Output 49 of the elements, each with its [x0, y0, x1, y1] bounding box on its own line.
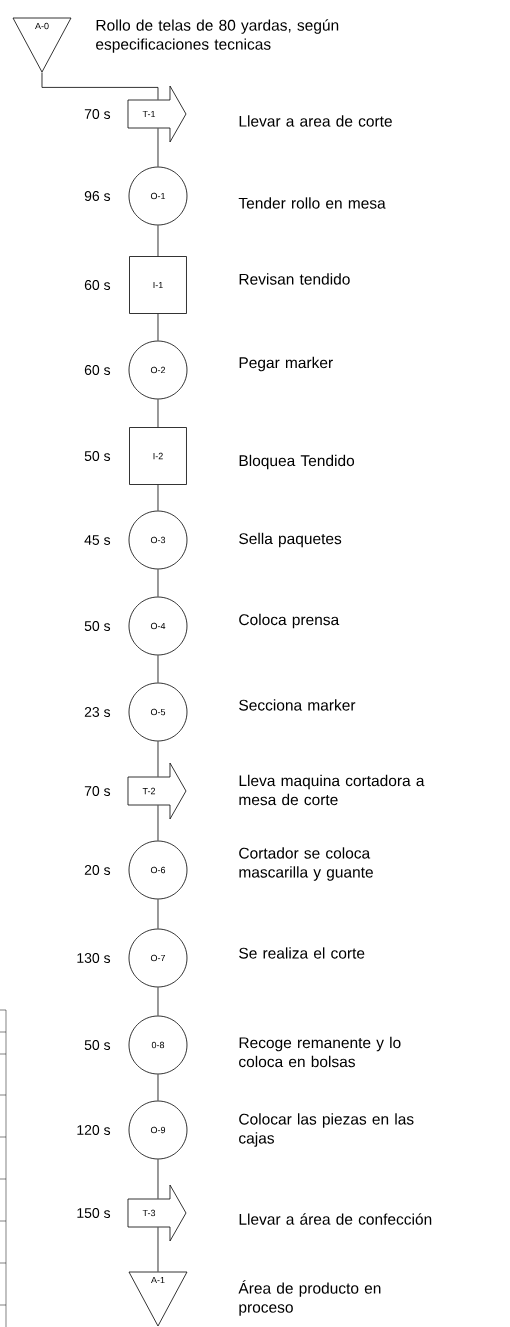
inspection-square: I-1: [129, 256, 187, 314]
connector-line: [157, 484, 159, 511]
connector-line: [157, 313, 159, 341]
connector-line: [157, 1159, 159, 1199]
connector-line: [157, 805, 159, 841]
step-description: Revisan tendido: [239, 273, 350, 285]
step-description: Bloquea Tendido: [239, 454, 355, 470]
step-description: Se realiza el corte: [239, 947, 365, 959]
connector-line: [157, 987, 159, 1016]
time-label: 70 s: [84, 109, 111, 119]
time-label: 23 s: [84, 707, 111, 717]
connector-line: [157, 899, 159, 929]
time-label: 120 s: [77, 1125, 111, 1135]
inspection-square: I-2: [129, 427, 187, 485]
step-description: Llevar a area de corte: [239, 115, 392, 127]
connector-line: [157, 399, 159, 428]
time-label: 60 s: [84, 365, 111, 375]
time-label: 150 s: [77, 1208, 111, 1218]
time-label: 50 s: [84, 621, 111, 631]
step-description: Área de producto en proceso: [238, 1280, 381, 1316]
time-label: 60 s: [84, 280, 111, 290]
step-description: Secciona marker: [239, 699, 356, 711]
step-description: Llevar a área de confección: [239, 1213, 432, 1225]
time-label: 20 s: [84, 865, 111, 875]
connector-line: [157, 741, 159, 777]
time-label: 45 s: [84, 535, 111, 545]
time-label: 50 s: [84, 451, 111, 461]
time-label: 70 s: [84, 786, 111, 796]
connector-line: [41, 72, 159, 100]
connector-line: [157, 569, 159, 597]
connector-line: [157, 225, 159, 257]
storage-triangle: A-1: [128, 1271, 188, 1327]
step-description: Tender rollo en mesa: [238, 197, 386, 209]
storage-triangle: A-0: [12, 17, 72, 73]
connector-line: [157, 1074, 159, 1101]
connector-line: [157, 1227, 159, 1272]
step-description: Coloca prensa: [239, 613, 340, 629]
step-description: Recoge remanente y lo coloca en bolsas: [239, 1036, 401, 1068]
step-description: Lleva maquina cortadora a mesa de corte: [239, 774, 425, 806]
connector-line: [157, 128, 159, 167]
time-label: 96 s: [84, 191, 111, 201]
time-label: 50 s: [84, 1040, 111, 1050]
step-description: Rollo de telas de 80 yardas, según especificaciones tecnicas: [96, 19, 339, 53]
step-description: Pegar marker: [239, 356, 333, 372]
connector-line: [157, 655, 159, 683]
step-description: Colocar las piezas en las cajas: [239, 1113, 414, 1147]
step-description: Cortador se coloca mascarilla y guante: [239, 847, 373, 881]
step-description: Sella paquetes: [239, 532, 342, 548]
time-label: 130 s: [77, 953, 111, 963]
